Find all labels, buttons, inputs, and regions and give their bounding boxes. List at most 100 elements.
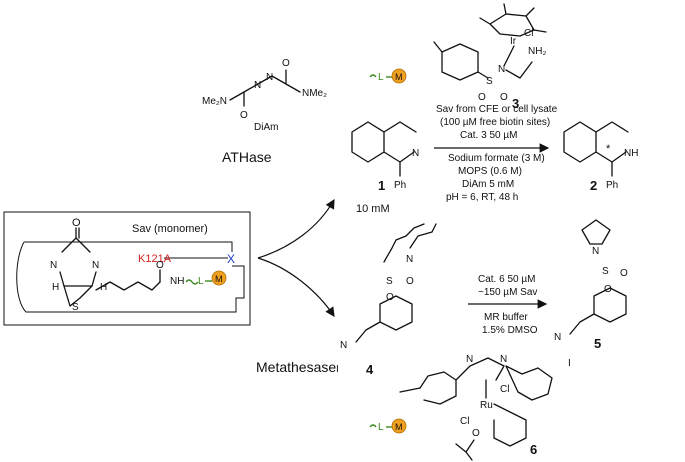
sub4-allyl-left xyxy=(383,223,425,263)
diam-backbone xyxy=(229,75,301,101)
product-2-structure: NH * Ph 2 xyxy=(563,121,638,193)
biotin-chain xyxy=(95,281,161,291)
athase-cond-6: pH = 6, RT, 48 h xyxy=(446,192,518,203)
sub4-s-label: S xyxy=(386,276,393,287)
cat6-mesityl-right xyxy=(505,365,553,401)
cat6-cl-top: Cl xyxy=(500,384,509,395)
diam-nme2-right: NMe₂ xyxy=(302,88,327,99)
box-metal-m: M xyxy=(215,274,223,284)
prod5-ethyl-chain xyxy=(569,313,595,335)
athase-cond-0: Sav from CFE or cell lysate xyxy=(436,104,558,115)
sub4-iodide: I xyxy=(336,364,339,375)
biotin-s-label: S xyxy=(72,302,79,313)
cat3-s-label: S xyxy=(486,76,493,87)
x-label: X xyxy=(227,252,235,266)
cat6-metal-m: M xyxy=(395,422,403,432)
arrow-to-metathesase xyxy=(257,257,335,317)
sub4-o2: O xyxy=(386,292,394,303)
cat6-benzylidene xyxy=(493,403,527,447)
biotin-h-right: H xyxy=(100,282,107,293)
substrate-1-structure: N Ph 1 10 mM xyxy=(351,121,419,215)
cat6-metal-icon xyxy=(391,418,407,434)
compound-2-label: 2 xyxy=(590,178,597,193)
sub1-ph: Ph xyxy=(394,180,406,191)
athase-cond-1: (100 µM free biotin sites) xyxy=(440,117,550,128)
sub4-n-label: N xyxy=(406,254,413,265)
athase-cond-5: DiAm 5 mM xyxy=(462,179,514,190)
cat3-aryl-ring xyxy=(441,43,479,81)
cat6-mesityl-left xyxy=(419,371,457,405)
athase-cond-4: MOPS (0.6 M) xyxy=(458,166,522,177)
cat3-attach xyxy=(433,41,443,53)
diam-n2: N xyxy=(266,72,273,83)
sav-monomer-label: Sav (monomer) xyxy=(132,223,208,235)
prod5-iodide: I xyxy=(568,358,571,369)
compound-1-label: 1 xyxy=(378,178,385,193)
biotin-ring-bottom xyxy=(59,271,97,287)
cat3-n-ir xyxy=(503,45,515,67)
sav-biotin-box: Sav (monomer) K121A X O N N H H S O NH L… xyxy=(3,211,251,326)
cat6-n-right: N xyxy=(500,354,507,365)
box-linker-l: L xyxy=(198,276,204,287)
amide-o-label: O xyxy=(156,260,164,271)
cat3-o1: O xyxy=(478,92,486,103)
amide-nh-label: NH xyxy=(170,276,184,287)
substrate-concentration: 10 mM xyxy=(356,203,390,215)
prod5-n-label: N xyxy=(592,246,599,257)
cat6-ru: Ru xyxy=(480,400,493,411)
sub4-n-plus: N xyxy=(340,340,347,351)
biotin-thiolane xyxy=(63,285,93,307)
diam-o-right: O xyxy=(282,58,290,69)
cat3-linker-wave xyxy=(369,74,377,78)
metathesis-conditions: Cat. 6 50 µM ~150 µM Sav MR buffer 1.5% … xyxy=(468,274,548,336)
sub4-allyl-right xyxy=(409,223,437,249)
cat3-metal-m: M xyxy=(395,72,403,82)
prod2-ph: Ph xyxy=(606,180,618,191)
sav-box-frame xyxy=(3,211,251,326)
sav-backbone-outer xyxy=(16,241,245,313)
compound-4-label: 4 xyxy=(366,362,374,377)
cat3-cp-methyls xyxy=(479,3,547,33)
box-linker-wave xyxy=(185,279,199,285)
sub1-benzo-ring xyxy=(351,121,385,163)
biotin-hn-left: N xyxy=(50,260,57,271)
prod5-pyrroline xyxy=(581,219,611,245)
prod5-o1: O xyxy=(620,268,628,279)
diam-o-left: O xyxy=(240,110,248,121)
cat6-linker-l: L xyxy=(378,422,384,433)
prod2-stereo-star: * xyxy=(606,143,611,155)
k121a-label: K121A xyxy=(138,253,172,265)
meta-cond-3: 1.5% DMSO xyxy=(482,325,538,336)
cat3-ir: Ir xyxy=(510,36,517,47)
cat6-linker-wave xyxy=(369,424,377,428)
cat3-aryl-s xyxy=(477,71,489,79)
prod2-nh-label: NH xyxy=(624,148,638,159)
biotin-o-label: O xyxy=(72,217,81,229)
meta-cond-1: ~150 µM Sav xyxy=(478,287,537,298)
diam-n1: N xyxy=(254,80,261,91)
compound-6-label: 6 xyxy=(530,442,537,457)
box-metal-icon xyxy=(211,270,227,286)
metathesase-label: Metathesase xyxy=(256,359,336,375)
diam-structure: Me₂N O O N N NMe₂ DiAm xyxy=(202,58,327,133)
substrate-4-structure: N S O O N I 4 xyxy=(336,223,437,377)
cat3-linker-l: L xyxy=(378,72,384,83)
cat6-attach xyxy=(399,387,421,393)
cat6-isopropoxy xyxy=(455,439,475,461)
athase-label: ATHase xyxy=(222,149,272,165)
cat3-cp-ring xyxy=(489,13,535,37)
cat3-metal-icon xyxy=(391,68,407,84)
diam-name-label: DiAm xyxy=(254,122,278,133)
athase-conditions: Sav from CFE or cell lysate (100 µM free… xyxy=(434,104,558,203)
meta-cond-0: Cat. 6 50 µM xyxy=(478,274,535,285)
athase-cond-3: Sodium formate (3 M) xyxy=(448,153,545,164)
catalyst-3-structure: L M S O O N Ir Cl NH₂ 3 xyxy=(369,3,547,111)
sub4-ethyl-chain xyxy=(355,321,381,343)
sav-backbone-top xyxy=(24,241,233,252)
sub4-aryl-ring xyxy=(379,295,413,331)
cat3-o2: O xyxy=(500,92,508,103)
prod5-n-plus: N xyxy=(554,332,561,343)
prod5-s-label: S xyxy=(602,266,609,277)
diam-nme2-left: Me₂N xyxy=(202,96,227,107)
